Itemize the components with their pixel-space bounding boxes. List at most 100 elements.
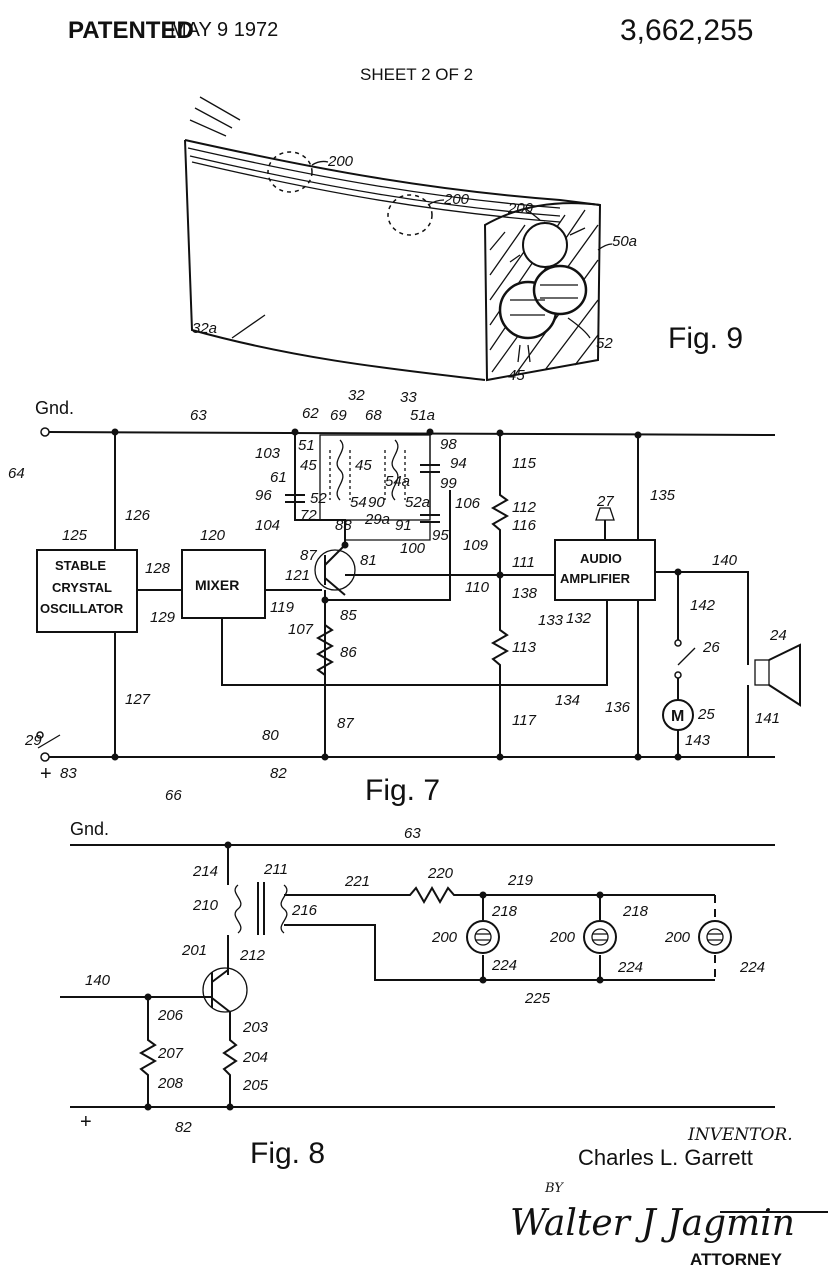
ref: 218 [491,903,518,920]
ref: 138 [512,585,538,602]
ref: 224 [739,959,765,976]
amplifier-label-2: AMPLIFIER [560,571,631,586]
fig9-ref-200b: 200 [443,191,470,208]
ref: 135 [650,487,676,504]
ref: 80 [262,727,279,744]
ref: 119 [270,599,295,616]
ref: 98 [440,436,457,453]
fig7-plus-label: + [40,763,52,785]
ref: 224 [617,959,643,976]
ref: 216 [291,902,318,919]
ref: 211 [263,861,288,878]
ref: 25 [697,706,715,723]
ref: 52a [405,494,430,511]
fig9-ref-200c: 200 [507,200,534,217]
oscillator-label-3: OSCILLATOR [40,601,124,616]
ref: 120 [200,527,226,544]
ref: 121 [285,567,310,584]
mixer-label: MIXER [195,577,239,593]
ref: 61 [270,469,287,486]
ref: 87 [337,715,354,732]
ref: 91 [395,517,412,534]
ref: 115 [512,455,537,472]
ref: 210 [192,897,219,914]
ref: 107 [288,621,314,638]
ref: 200 [431,929,458,946]
ref: 32 [348,387,365,404]
ref: 133 [538,612,564,629]
ref: 125 [62,527,88,544]
ref: 88 [335,517,352,534]
amplifier-label-1: AUDIO [580,551,622,566]
ref: 136 [605,699,631,716]
ref: 214 [192,863,218,880]
ref: 52 [310,490,327,507]
ref: 141 [755,710,780,727]
oscillator-label-1: STABLE [55,558,106,573]
fig9-ref-45: 45 [508,367,525,384]
fig8-refs: 63 214 211 210 216 221 220 219 218 218 2… [85,825,765,1136]
inventor-name: Charles L. Garrett [578,1145,753,1170]
ref: 29 [24,732,42,749]
ref: 81 [360,552,377,569]
ref: 83 [60,765,77,782]
patent-date: MAY 9 1972 [170,19,278,41]
attorney-label: ATTORNEY [690,1250,783,1269]
ref: 103 [255,445,281,462]
ref: 220 [427,865,454,882]
ref: 224 [491,957,517,974]
ref: 54 [350,494,367,511]
fig8-schematic [60,841,775,1111]
ref: 106 [455,495,481,512]
ref: 225 [524,990,551,1007]
ref: 24 [769,627,787,644]
fig9-drawing [184,96,613,382]
ref: 206 [157,1007,184,1024]
ref: 132 [566,610,592,627]
ref: 221 [344,873,370,890]
fig7-refs: 63 64 125 126 127 128 129 120 121 119 10… [8,387,787,804]
fig8-caption: Fig. 8 [250,1137,325,1170]
fig7-schematic [36,427,801,762]
ref: 69 [330,407,347,424]
ref: 128 [145,560,171,577]
ref: 45 [355,457,372,474]
fig9-ref-50a: 50a [612,233,637,250]
ref: 94 [450,455,467,472]
ref: 45 [300,457,317,474]
ref: 113 [512,639,537,656]
ref: 110 [465,579,490,596]
ref: 82 [270,765,287,782]
ref: 117 [512,712,537,729]
ref: 200 [664,929,691,946]
oscillator-label-2: CRYSTAL [52,580,112,595]
ref: 111 [512,554,535,571]
ref: 140 [85,972,111,989]
ref: 95 [432,527,449,544]
ref: 134 [555,692,580,709]
ref: 62 [302,405,319,422]
ref: 104 [255,517,280,534]
patented-label: PATENTED [68,17,194,44]
ref: 142 [690,597,716,614]
ref: 143 [685,732,711,749]
ref: 218 [622,903,649,920]
ref: 109 [463,537,489,554]
ref: 51a [410,407,435,424]
ref: 112 [512,499,537,516]
ref: 96 [255,487,272,504]
fig7-caption: Fig. 7 [365,774,440,807]
ref: 129 [150,609,176,626]
ref: 51 [298,437,315,454]
ref: 100 [400,540,426,557]
fig9-ref-52: 52 [596,335,613,352]
ref: 66 [165,787,182,804]
ref: 203 [242,1019,269,1036]
ref: 126 [125,507,151,524]
by-label: BY [544,1181,564,1196]
ref: 68 [365,407,382,424]
ref: 63 [404,825,421,842]
ref: 86 [340,644,357,661]
ref: 208 [157,1075,184,1092]
